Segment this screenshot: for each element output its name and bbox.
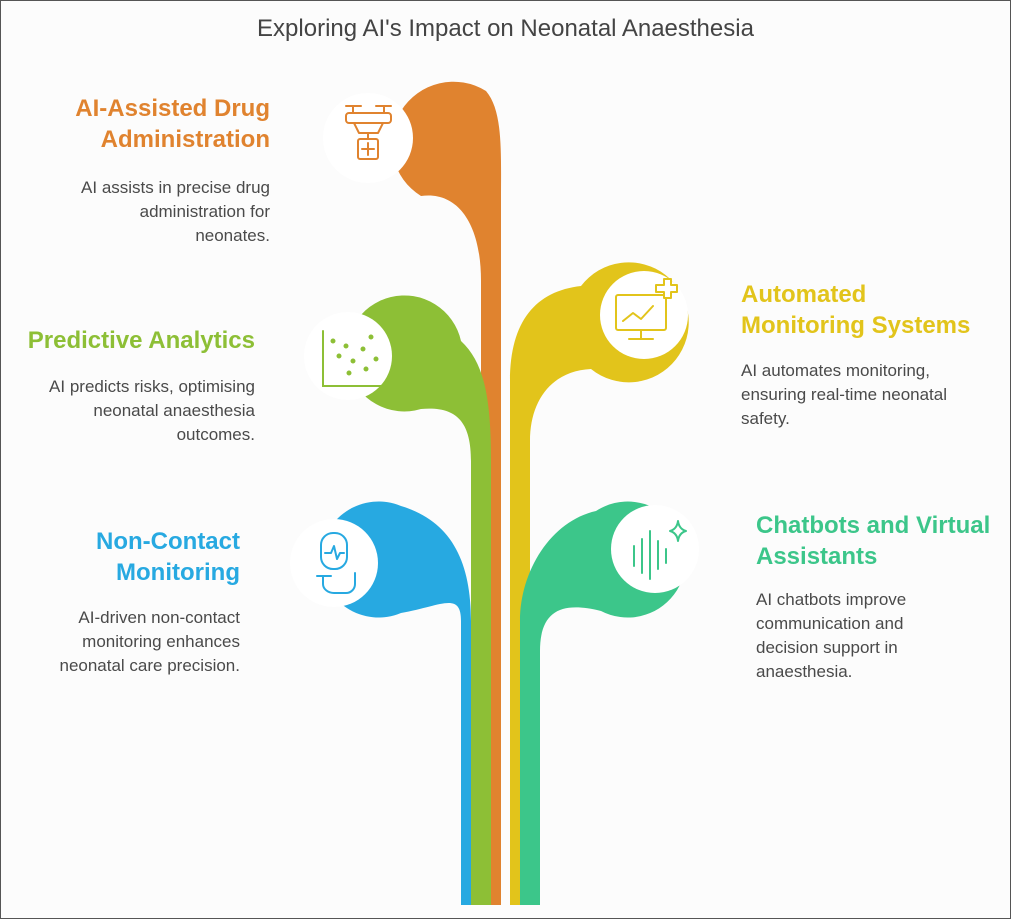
predictive-icon-circle	[304, 312, 392, 400]
page-title: Exploring AI's Impact on Neonatal Anaest…	[257, 15, 754, 42]
predictive-description-line-2: neonatal anaesthesia	[93, 401, 255, 420]
automated-description-line-3: safety.	[741, 409, 790, 428]
noncontact-description-line-2: monitoring enhances	[82, 632, 240, 651]
drug-heading-line-1: AI-Assisted Drug	[75, 95, 270, 122]
noncontact-icon-circle	[290, 519, 378, 607]
chatbots-icon-circle	[611, 505, 699, 593]
chatbots-heading-line-1: Chatbots and Virtual	[756, 512, 991, 539]
chatbots-description-line-4: anaesthesia.	[756, 662, 853, 681]
predictive-description-line-1: AI predicts risks, optimising	[49, 377, 255, 396]
noncontact-heading-line-1: Non-Contact	[96, 528, 240, 555]
chatbots-description-line-1: AI chatbots improve	[756, 590, 907, 609]
automated-description-line-1: AI automates monitoring,	[741, 361, 930, 380]
drug-heading-line-2: Administration	[100, 126, 270, 153]
drug-heading: AI-Assisted Drug Administration	[75, 93, 270, 155]
audio-wave-sparkle-icon	[633, 520, 687, 580]
predictive-heading-line-1: Predictive Analytics	[27, 327, 255, 354]
noncontact-heading-line-2: Monitoring	[116, 559, 240, 586]
noncontact-description-line-3: neonatal care precision.	[59, 656, 240, 675]
chatbots-description-line-3: decision support in	[756, 638, 898, 657]
noncontact-heading: Non-Contact Monitoring	[96, 526, 240, 588]
automated-heading-line-1: Automated	[741, 281, 867, 308]
chatbots-heading: Chatbots and Virtual Assistants	[756, 510, 990, 572]
monitor-with-medical-cross-icon	[615, 278, 678, 340]
stem-chatbots	[520, 501, 686, 905]
automated-description: AI automates monitoring, ensuring real-t…	[741, 359, 947, 431]
predictive-description: AI predicts risks, optimising neonatal a…	[49, 375, 255, 447]
drone-medical-kit-icon	[345, 105, 392, 160]
noncontact-description: AI-driven non-contact monitoring enhance…	[59, 606, 240, 678]
scatter-plot-icon	[322, 330, 382, 387]
noncontact-description-line-1: AI-driven non-contact	[78, 608, 240, 627]
drug-description-line-1: AI assists in precise drug	[81, 178, 270, 197]
automated-heading: Automated Monitoring Systems	[741, 279, 970, 341]
chatbots-description-line-2: communication and	[756, 614, 904, 633]
drug-description-line-2: administration for	[139, 202, 270, 221]
chatbots-description: AI chatbots improve communication and de…	[756, 588, 906, 684]
drug-description-line-3: neonates.	[195, 226, 270, 245]
automated-heading-line-2: Monitoring Systems	[741, 312, 971, 339]
stem-noncontact	[320, 501, 471, 905]
automated-description-line-2: ensuring real-time neonatal	[741, 385, 948, 404]
predictive-description-line-3: outcomes.	[176, 425, 255, 444]
predictive-heading: Predictive Analytics	[28, 325, 255, 356]
drug-description: AI assists in precise drug administratio…	[81, 176, 270, 248]
chatbots-heading-line-2: Assistants	[756, 543, 878, 570]
hand-with-monitor-sensor-icon	[316, 532, 356, 594]
